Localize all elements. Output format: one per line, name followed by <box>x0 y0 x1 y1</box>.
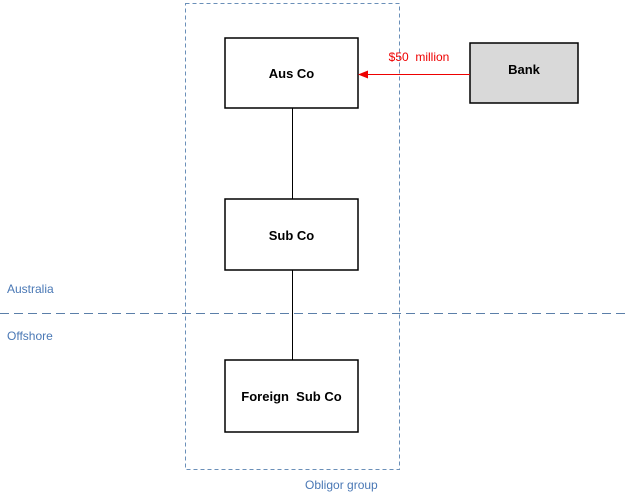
australia-label: Australia <box>7 282 54 296</box>
aus-co-entity[interactable]: Aus Co <box>224 37 359 109</box>
foreign-sub-co-box <box>224 359 359 433</box>
bank-entity[interactable]: Bank <box>469 42 579 104</box>
aus-co-box <box>224 37 359 109</box>
bank-label: Bank <box>508 62 541 77</box>
loan-amount-label: $50 million <box>389 50 450 64</box>
bank-box <box>469 42 579 104</box>
obligor-group-label: Obligor group <box>305 478 378 492</box>
aus-co-label: Aus Co <box>269 66 315 81</box>
sub-co-box <box>224 198 359 271</box>
sub-co-entity[interactable]: Sub Co <box>224 198 359 271</box>
obligor-group-boundary <box>185 3 400 470</box>
offshore-label: Offshore <box>7 329 53 343</box>
foreign-sub-co-label: Foreign Sub Co <box>241 389 341 404</box>
sub-co-label: Sub Co <box>269 228 315 243</box>
foreign-sub-co-entity[interactable]: Foreign Sub Co <box>224 359 359 433</box>
